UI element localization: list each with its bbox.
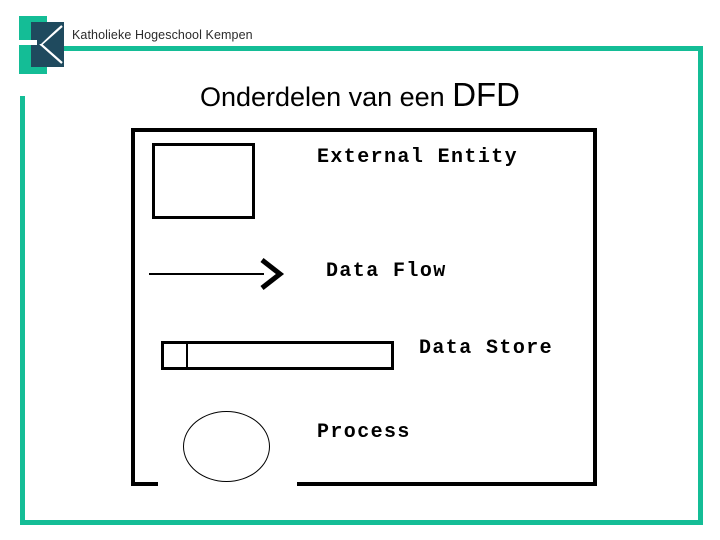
process-label: Process — [317, 421, 411, 444]
external-entity-shape — [152, 143, 255, 219]
data-store-divider — [186, 344, 188, 367]
frame-border-left — [20, 96, 25, 525]
data-store-shape — [161, 341, 394, 370]
logo-white-notch — [15, 40, 37, 45]
frame-border-bottom — [20, 520, 703, 525]
data-flow-label: Data Flow — [326, 260, 447, 283]
page-title: Onderdelen van een DFD — [60, 76, 660, 114]
process-shape — [183, 411, 270, 482]
diagram-border-bottom-right — [297, 482, 597, 486]
title-emphasis: DFD — [452, 76, 521, 113]
header-institution-name: Katholieke Hogeschool Kempen — [72, 28, 253, 42]
frame-border-top — [20, 46, 703, 51]
diagram-border-right — [593, 128, 597, 486]
title-main: Onderdelen van een — [199, 82, 453, 112]
frame-border-right — [698, 46, 703, 525]
logo-k-mark — [31, 22, 64, 67]
khk-logo — [15, 16, 67, 74]
diagram-border-top — [131, 128, 597, 132]
dfd-components-diagram: External Entity Data Flow Data Store Pro… — [131, 128, 597, 486]
diagram-border-left — [131, 128, 135, 486]
external-entity-label: External Entity — [317, 146, 519, 169]
data-flow-shape — [149, 258, 285, 290]
diagram-border-bottom-left — [131, 482, 158, 486]
data-store-label: Data Store — [419, 337, 554, 360]
